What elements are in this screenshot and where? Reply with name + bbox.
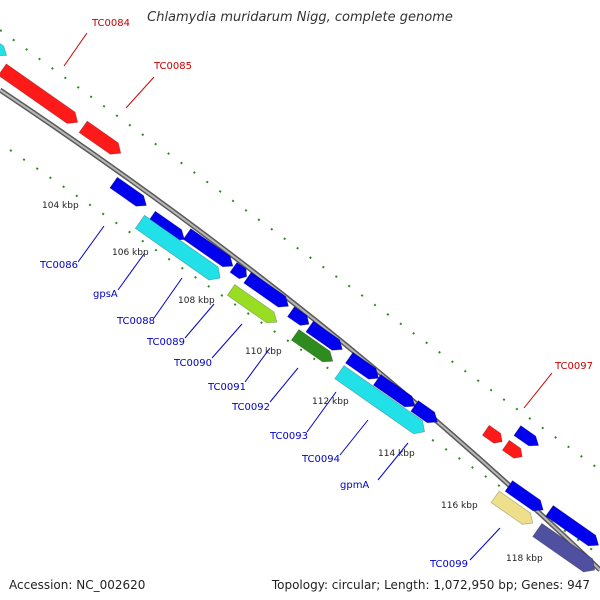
gene-label: TC0089: [146, 337, 185, 348]
gene-label-leader: [306, 391, 337, 433]
accession-text: Accession: NC_002620: [9, 578, 146, 592]
feature-tc0089: [182, 228, 234, 268]
gene-label-leader: [184, 303, 215, 339]
gene-label: TC0090: [173, 358, 212, 369]
kbp-label: 104 kbp: [42, 201, 79, 211]
kbp-label: 110 kbp: [245, 347, 282, 357]
gene-label: TC0085: [153, 61, 192, 72]
feature-tc0093: [305, 320, 343, 351]
gene-label: TC0088: [116, 316, 155, 327]
gene-label-leader: [125, 76, 155, 109]
feature-blue-4: [504, 480, 544, 512]
gene-label: TC0092: [231, 402, 270, 413]
gene-label: gpsA: [93, 289, 118, 300]
gene-label: TC0086: [39, 260, 78, 271]
kbp-label: 118 kbp: [506, 554, 543, 564]
feature-gpma: [372, 373, 416, 408]
gene-label-leader: [269, 367, 299, 403]
feature-blue-5: [545, 504, 600, 547]
kbp-label: 112 kbp: [312, 397, 349, 407]
feature-cyan-2: [334, 365, 426, 435]
kbp-label: 114 kbp: [378, 449, 415, 459]
feature-tc0091: [243, 271, 290, 308]
gene-label: TC0099: [429, 559, 468, 570]
feature-tc0085: [78, 120, 122, 155]
feature-tc0099: [490, 490, 534, 525]
feature-tc0092-green: [290, 328, 334, 363]
feature-tc0090: [229, 261, 248, 280]
gene-label: TC0084: [91, 18, 130, 29]
feature-small-1: [286, 306, 310, 326]
feature-cyan-edge: [0, 43, 8, 57]
kbp-label: 116 kbp: [441, 501, 478, 511]
gene-label-leader: [377, 442, 409, 481]
gene-label-leader: [117, 253, 145, 291]
gene-label-leader: [63, 32, 88, 67]
gene-label-leader: [469, 527, 501, 561]
feature-tc0084: [0, 63, 79, 124]
gene-label-leader: [339, 419, 369, 456]
gene-label: TC0093: [269, 431, 308, 442]
gene-label-leader: [244, 347, 271, 383]
topology-summary: Topology: circular; Length: 1,072,950 bp…: [271, 578, 590, 592]
feature-tc0097-blue: [513, 425, 540, 447]
feature-tc0086: [109, 176, 147, 207]
gene-label-leader: [153, 277, 183, 319]
feature-tc0097-b: [501, 439, 523, 459]
genome-title: Chlamydia muridarum Nigg, complete genom…: [147, 10, 453, 25]
kbp-label: 106 kbp: [112, 248, 149, 258]
gene-label: TC0094: [301, 454, 340, 465]
gene-label: gpmA: [340, 480, 369, 491]
feature-slate: [532, 522, 596, 573]
feature-tc0094: [344, 351, 380, 380]
gene-label-leader: [211, 323, 243, 359]
feature-blue-3: [410, 400, 439, 424]
gene-label-leader: [77, 225, 105, 263]
feature-tc0097-a: [481, 424, 503, 444]
feature-tc0088: [134, 214, 221, 281]
gene-label: TC0097: [554, 361, 593, 372]
outer-tick-track: [0, 29, 600, 471]
gene-label-leader: [523, 372, 553, 409]
gene-label: TC0091: [207, 382, 246, 393]
kbp-label: 108 kbp: [178, 296, 215, 306]
feature-tc0092-lime: [226, 284, 278, 324]
